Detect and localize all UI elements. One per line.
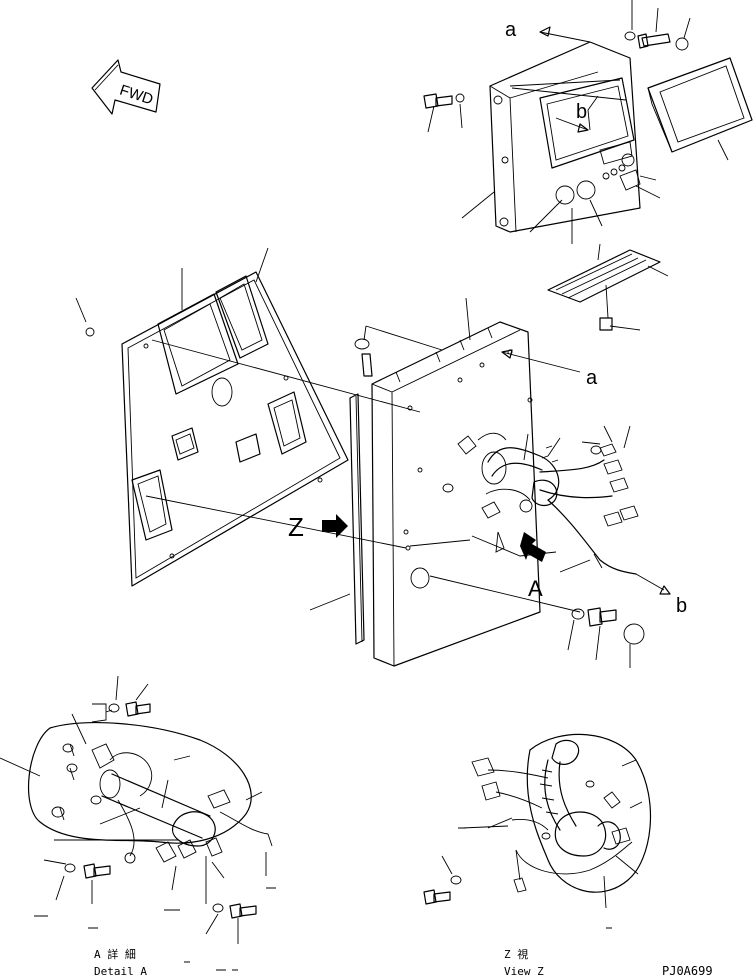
fwd-label: FWD [117,82,155,109]
detail-a-arrow-icon [520,532,546,562]
detail-a-marker: A [528,576,543,601]
view-z-caption-jp: Z 視 [504,947,528,961]
callout-a-side: a [586,367,598,389]
sub-panel-grille [547,249,661,331]
view-z-arrow-icon [322,514,348,538]
view-z-bolts [423,875,462,905]
wiring-harness-main [442,432,639,575]
callout-b-side: b [676,595,687,617]
panel-top-bolt [354,338,373,377]
top-bolt-group [423,31,689,109]
fwd-arrow-icon [91,59,161,115]
detail-a-bolts [64,701,257,919]
side-cover-panel [121,271,349,587]
gasket-strip [349,393,365,645]
main-box-panel [371,321,541,667]
monitor-glass-cover [647,57,753,153]
detail-a-caption-en: Detail A [94,965,147,978]
callout-a-top: a [505,19,517,41]
view-z-caption-en: View Z [504,965,544,978]
drawing-code: PJ0A699 [662,964,713,978]
key-switch [619,153,641,191]
monitor-panel-housing [489,41,641,233]
callout-b-top: b [576,101,587,123]
detail-a-view [28,722,273,864]
view-z-harness [471,733,652,893]
panel-side-bolt [571,607,645,645]
view-z-marker: Z [288,512,304,542]
detail-a-caption-jp: A 詳 細 [94,947,136,961]
